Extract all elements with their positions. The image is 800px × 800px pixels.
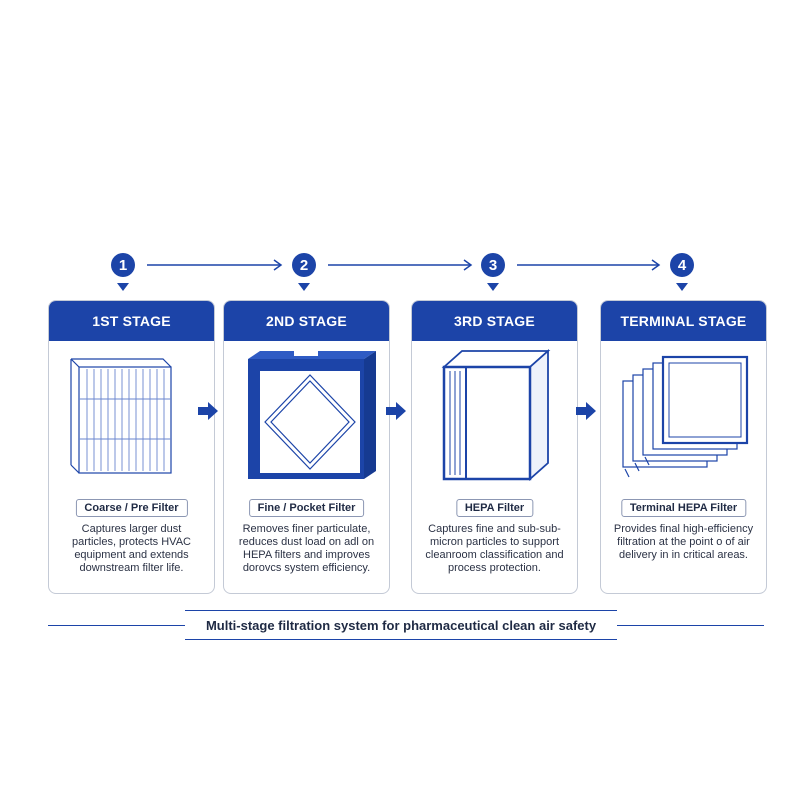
stage-header: 2ND STAGE [224,301,389,341]
stage-description: Captures larger dust particles, protects… [71,523,191,574]
caption-divider-right [617,625,764,626]
stage-header: 3RD STAGE [412,301,577,341]
terminal-hepa-filter-icon [622,355,749,478]
right-arrow-icon [386,402,406,420]
stage-card-4: TERMINAL STAGE Terminal HEPA Filter Prov… [600,300,767,594]
diagram-caption: Multi-stage filtration system for pharma… [185,610,617,640]
stage-header: TERMINAL STAGE [601,301,766,341]
stage-card-2: 2ND STAGE Fine / Pocket Filter Removes f… [223,300,390,594]
filter-label: HEPA Filter [455,499,534,517]
step-pointer-4 [676,283,688,291]
step-pointer-2 [298,283,310,291]
stage-card-3: 3RD STAGE HEPA Filter Captures fine and … [411,300,578,594]
hepa-filter-icon [441,349,551,482]
step-pointer-1 [117,283,129,291]
right-arrow-icon [576,402,596,420]
filter-label: Coarse / Pre Filter [75,499,188,517]
stage-description: Provides final high-efficiency filtratio… [613,523,754,561]
pocket-filter-icon [248,351,376,479]
step-badge-3: 3 [481,253,505,277]
stage-description: Removes finer particulate, reduces dust … [238,523,375,574]
caption-divider-left [48,625,185,626]
step-badge-4: 4 [670,253,694,277]
top-flow-arrows [147,259,661,271]
stage-description: Captures fine and sub-sub-micron particl… [425,523,564,574]
step-badge-1: 1 [111,253,135,277]
step-badge-2: 2 [292,253,316,277]
right-arrow-icon [198,402,218,420]
step-pointer-3 [487,283,499,291]
pleated-prefilter-icon [70,358,172,474]
stage-card-1: 1ST STAGE Coarse / Pre Filter Capture [48,300,215,594]
filter-label: Terminal HEPA Filter [620,499,747,517]
filter-label: Fine / Pocket Filter [248,499,365,517]
stage-header: 1ST STAGE [49,301,214,341]
